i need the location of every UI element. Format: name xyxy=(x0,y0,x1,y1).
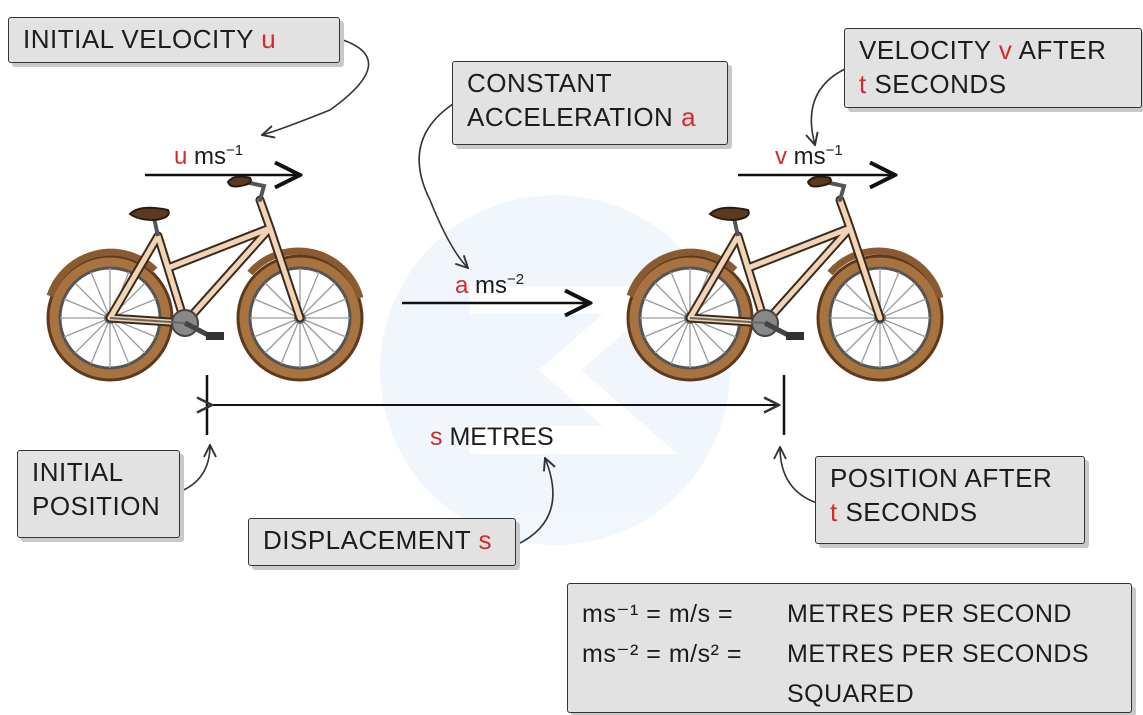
legend-ms2-meaning: METRES PER SECONDS xyxy=(787,640,1090,668)
legend-ms2-notation: ms⁻² = m/s² = xyxy=(582,640,742,668)
legend-ms1-notation: ms⁻¹ = m/s = xyxy=(582,600,734,628)
u-unit: ms xyxy=(194,143,227,170)
initial-velocity-label: u ms−1 xyxy=(174,142,243,171)
constant-acceleration-symbol: a xyxy=(681,102,697,132)
v-unit: ms xyxy=(793,143,826,170)
u-symbol: u xyxy=(174,143,188,170)
constant-acceleration-callout: CONSTANT ACCELERATION a xyxy=(452,61,728,145)
initial-velocity-symbol: u xyxy=(261,24,277,54)
displacement-callout: DISPLACEMENT s xyxy=(248,518,516,566)
constant-acceleration-line1: CONSTANT xyxy=(467,68,613,98)
a-unit: ms xyxy=(475,272,508,299)
initial-velocity-text: INITIAL VELOCITY xyxy=(23,24,254,54)
legend-row-squared: SQUARED xyxy=(582,674,1117,714)
u-unit-power: −1 xyxy=(226,142,244,159)
position-after-t-symbol: t xyxy=(830,497,838,527)
metres-text: METRES xyxy=(449,423,554,451)
legend-squared: SQUARED xyxy=(787,680,915,708)
position-after-callout: POSITION AFTER t SECONDS xyxy=(815,456,1085,544)
a-symbol: a xyxy=(455,272,469,299)
displacement-distance-label: s METRES xyxy=(430,423,554,452)
legend-ms1-meaning: METRES PER SECOND xyxy=(787,600,1072,628)
velocity-after-t-symbol: t xyxy=(859,69,867,99)
s-symbol: s xyxy=(430,423,443,451)
initial-position-line1: INITIAL xyxy=(32,457,124,487)
v-symbol: v xyxy=(775,143,787,170)
acceleration-label: a ms−2 xyxy=(455,271,524,300)
velocity-after-callout: VELOCITY v AFTER t SECONDS xyxy=(844,28,1142,108)
units-legend: ms⁻¹ = m/s = METRES PER SECOND ms⁻² = m/… xyxy=(567,583,1132,713)
legend-row-ms1: ms⁻¹ = m/s = METRES PER SECOND xyxy=(582,594,1117,634)
legend-row-ms2: ms⁻² = m/s² = METRES PER SECONDS xyxy=(582,634,1117,674)
position-after-seconds: SECONDS xyxy=(845,497,978,527)
velocity-after-text: VELOCITY xyxy=(859,35,992,65)
velocity-after-seconds: SECONDS xyxy=(874,69,1007,99)
velocity-after-symbol: v xyxy=(998,35,1013,65)
final-velocity-label: v ms−1 xyxy=(775,142,843,171)
constant-acceleration-line2: ACCELERATION xyxy=(467,102,674,132)
displacement-text: DISPLACEMENT xyxy=(263,525,471,555)
bicycle-initial xyxy=(48,177,362,380)
v-unit-power: −1 xyxy=(825,142,843,159)
initial-position-line2: POSITION xyxy=(32,491,161,521)
initial-velocity-callout: INITIAL VELOCITY u xyxy=(8,17,340,63)
displacement-symbol: s xyxy=(478,525,493,555)
initial-position-callout: INITIAL POSITION xyxy=(17,450,180,538)
a-unit-power: −2 xyxy=(507,271,525,288)
bicycle-final xyxy=(628,177,942,380)
velocity-after-tail: AFTER xyxy=(1018,35,1107,65)
position-after-line1: POSITION AFTER xyxy=(830,463,1053,493)
